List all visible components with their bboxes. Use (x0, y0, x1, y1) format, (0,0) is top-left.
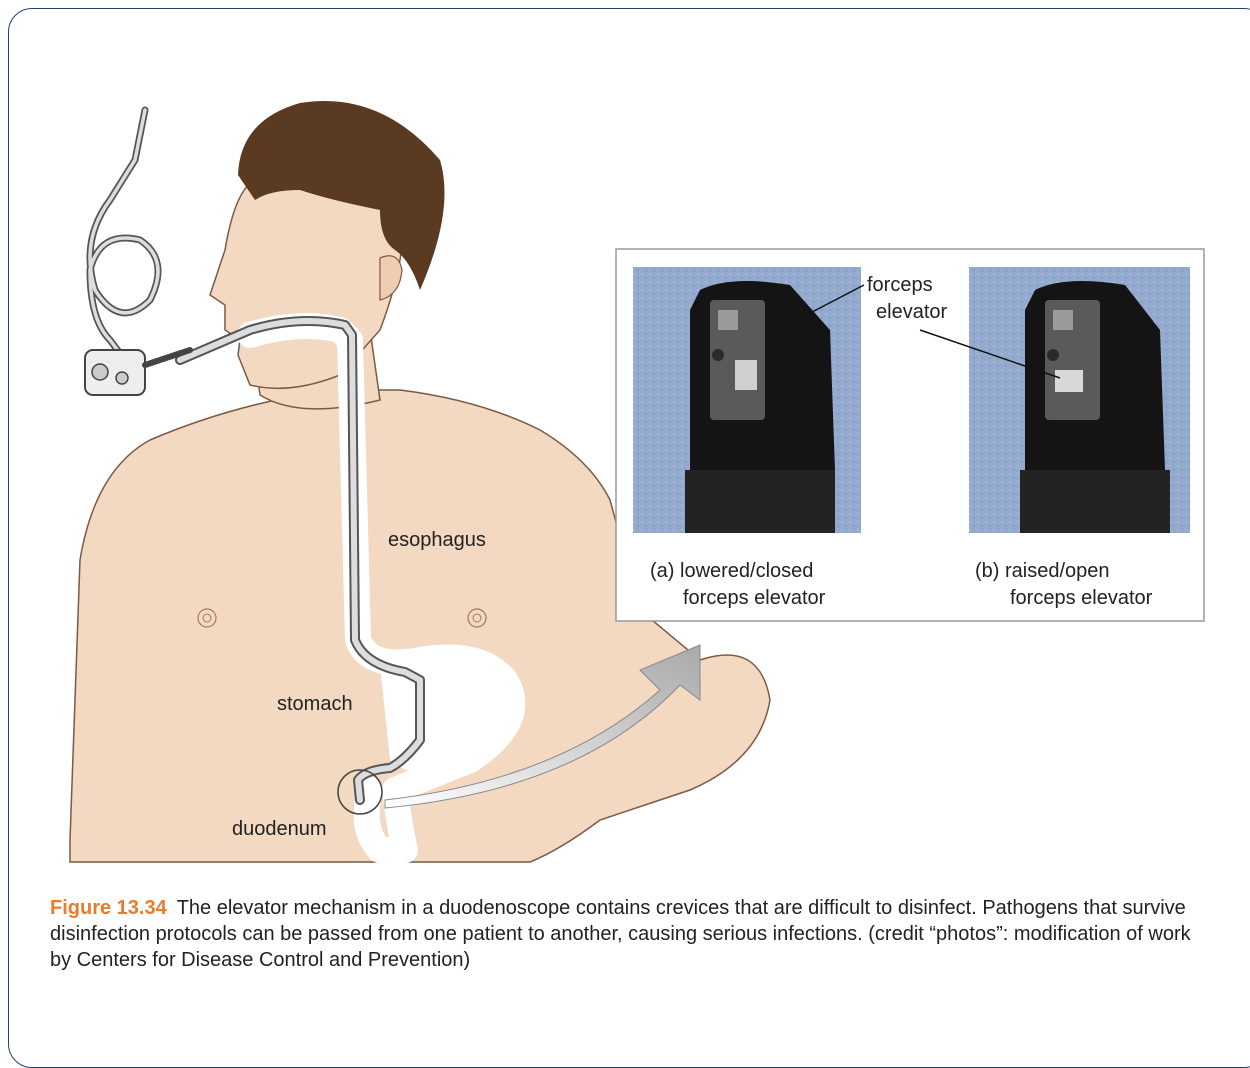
photo-a-lowered-elevator (633, 267, 861, 533)
caption-text: The elevator mechanism in a duodenoscope… (50, 897, 1191, 971)
esophagus-label: esophagus (388, 529, 486, 551)
duodenoscope-diagram: forceps elevator (a) lowered/closed forc… (0, 0, 1250, 1027)
stomach-label: stomach (277, 693, 353, 715)
figure-number: Figure 13.34 (50, 897, 167, 919)
forceps-label-line2: elevator (876, 301, 947, 323)
panel-a-label-line1: (a) lowered/closed (650, 560, 813, 582)
forceps-label-line1: forceps (867, 274, 933, 296)
duodenum-label: duodenum (232, 818, 327, 840)
photo-b-raised-elevator (969, 267, 1190, 533)
panel-a-label-line2: forceps elevator (683, 587, 826, 609)
ear (380, 256, 402, 300)
panel-b-label-line1: (b) raised/open (975, 560, 1110, 582)
panel-b-label-line2: forceps elevator (1010, 587, 1153, 609)
